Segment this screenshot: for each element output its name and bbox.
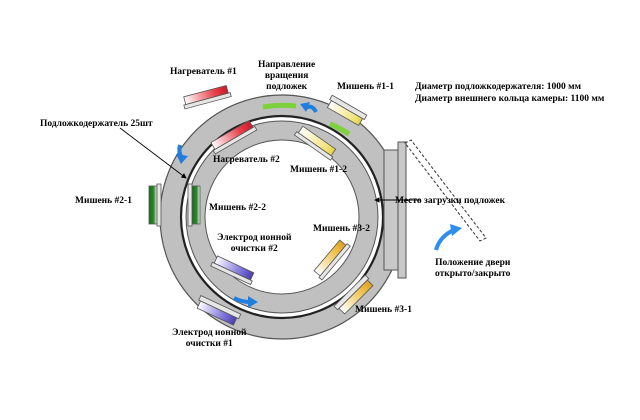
chamber-center [204,139,360,295]
label-specs-1: Диаметр подложкодержателя: 1000 мм [415,82,582,92]
target-3-2 [313,239,351,281]
target-2-1 [148,183,162,227]
label-target-3-2: Мишень #3-2 [313,224,370,234]
loading-door [397,141,407,279]
label-heater-1: Нагреватель #1 [170,67,237,77]
label-heater-2: Нагреватель #2 [213,155,280,165]
label-door-position: Положение двери открыто/закрыто [435,258,511,279]
rotation-arrow-bottom [233,296,258,308]
target-1-1 [326,94,368,127]
heater-2 [210,119,258,155]
heater-1 [183,84,232,110]
ion-electrode-2 [210,255,255,286]
door-open-outline [404,139,487,242]
substrate-top-right [329,121,351,137]
door-motion-arrow [434,224,462,251]
target-3-1 [333,274,374,315]
label-loading-place: Место загрузки подложек [395,196,506,206]
label-rotation-direction: Направление вращения подложек [258,60,316,92]
leader-substrate-holder [119,127,187,179]
label-target-3-1: Мишень #3-1 [355,305,412,315]
label-specs-2: Диаметр внешнего кольца камеры: 1100 мм [415,94,605,104]
label-ion-electrode-1: Электрод ионной очистки #1 [172,328,247,349]
rotation-arrow-top [300,102,318,113]
label-target-2-2: Мишень #2-2 [209,203,266,213]
label-substrate-holder: Подложкодержатель 25шт [40,119,153,129]
ion-electrode-1 [196,295,242,326]
label-target-1-1: Мишень #1-1 [337,82,394,92]
label-ion-electrode-2: Электрод ионной очистки #2 [217,233,292,254]
target-1-2 [293,125,337,161]
loading-flange [383,149,399,271]
substrate-top [262,102,297,110]
label-target-2-1: Мишень #2-1 [75,196,132,206]
target-2-2 [187,183,201,227]
rotation-arrow-left [176,144,188,164]
label-target-1-2: Мишень #1-2 [290,165,347,175]
